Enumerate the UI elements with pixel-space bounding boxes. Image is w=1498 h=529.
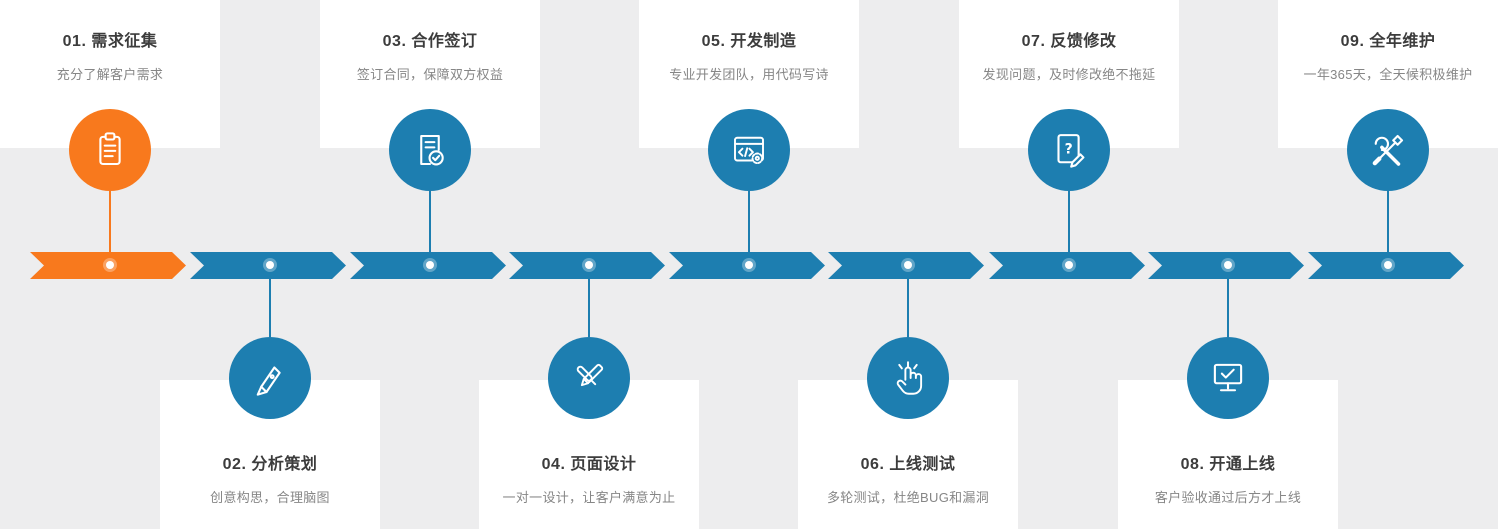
step-subtitle: 签订合同，保障双方权益	[356, 67, 504, 82]
contract-check-icon	[389, 109, 471, 191]
timeline-dot-4	[585, 261, 593, 269]
connector-line	[1387, 191, 1389, 265]
step-subtitle: 专业开发团队，用代码写诗	[669, 67, 829, 82]
pen-ruler-icon	[229, 337, 311, 419]
feedback-doc-icon: ?	[1028, 109, 1110, 191]
step-subtitle: 发现问题，及时修改绝不拖延	[982, 67, 1156, 82]
timeline-dot-3	[426, 261, 434, 269]
timeline-dot-1	[106, 261, 114, 269]
step-title: 06. 上线测试	[860, 456, 956, 473]
timeline-dot-6	[904, 261, 912, 269]
connector-line	[907, 265, 909, 337]
connector-line	[109, 191, 111, 265]
step-title: 07. 反馈修改	[1021, 33, 1117, 50]
clipboard-icon	[69, 109, 151, 191]
timeline-dot-5	[745, 261, 753, 269]
step-title: 02. 分析策划	[222, 456, 318, 473]
connector-line	[1227, 265, 1229, 337]
timeline-dot-2	[266, 261, 274, 269]
step-title: 03. 合作签订	[382, 33, 478, 50]
pencil-brush-icon	[548, 337, 630, 419]
wrench-tools-icon	[1347, 109, 1429, 191]
step-title: 08. 开通上线	[1180, 456, 1276, 473]
timeline-dot-8	[1224, 261, 1232, 269]
click-hand-icon	[867, 337, 949, 419]
step-subtitle: 充分了解客户需求	[56, 67, 164, 82]
step-subtitle: 一对一设计，让客户满意为止	[502, 490, 676, 505]
connector-line	[269, 265, 271, 337]
connector-line	[1068, 191, 1070, 265]
step-subtitle: 一年365天，全天候积极维护	[1303, 67, 1473, 82]
svg-text:?: ?	[1065, 142, 1073, 158]
timeline-dot-9	[1384, 261, 1392, 269]
step-title: 09. 全年维护	[1340, 33, 1436, 50]
connector-line	[588, 265, 590, 337]
step-subtitle: 创意构思，合理脑图	[210, 490, 330, 505]
monitor-check-icon	[1187, 337, 1269, 419]
step-subtitle: 客户验收通过后方才上线	[1154, 490, 1302, 505]
code-window-icon	[708, 109, 790, 191]
timeline-dot-7	[1065, 261, 1073, 269]
step-card: 03. 合作签订 签订合同，保障双方权益	[320, 0, 540, 148]
step-title: 01. 需求征集	[62, 33, 158, 50]
step-title: 05. 开发制造	[701, 33, 797, 50]
connector-line	[748, 191, 750, 265]
step-title: 04. 页面设计	[541, 456, 637, 473]
connector-line	[429, 191, 431, 265]
step-subtitle: 多轮测试，杜绝BUG和漏洞	[826, 490, 990, 505]
